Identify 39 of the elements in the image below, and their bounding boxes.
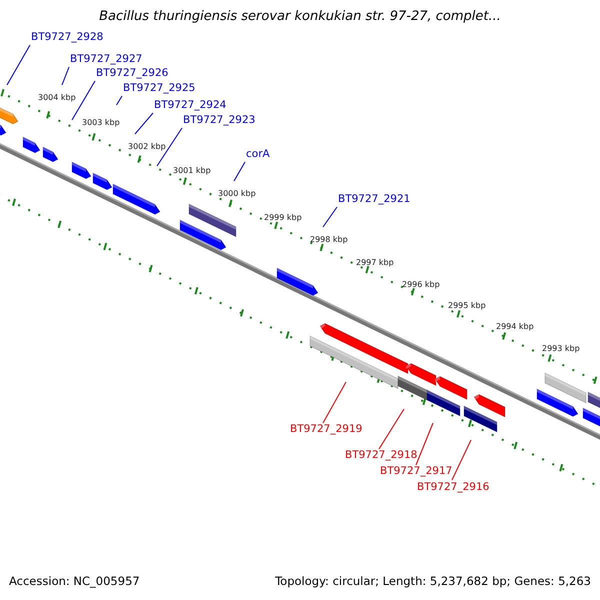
gene-label: BT9727_2919 [290, 424, 362, 434]
position-label: 2999 kbp [264, 214, 302, 222]
gene-label: BT9727_2921 [338, 194, 410, 204]
gene-label: BT9727_2924 [154, 100, 226, 110]
leader-line [72, 80, 96, 120]
position-label: 2995 kbp [448, 302, 486, 310]
leader-line [452, 440, 472, 480]
leader-line [62, 66, 70, 86]
gene-label: BT9727_2926 [96, 68, 168, 78]
position-label: 2996 kbp [402, 281, 440, 289]
gene-label: BT9727_2918 [345, 450, 418, 460]
gene-label: BT9727_2927 [70, 54, 142, 64]
position-label: 3002 kbp [128, 143, 166, 151]
position-label: 2997 kbp [356, 259, 394, 267]
leader-line [156, 128, 182, 166]
gene-label: BT9727_2923 [183, 115, 256, 126]
leader-line [322, 206, 338, 228]
leader-line [416, 422, 434, 466]
position-label: 2993 kbp [542, 345, 580, 353]
gene-label: BT9727_2917 [380, 466, 452, 476]
gene-label: BT9727_2916 [417, 482, 490, 492]
genome-summary-text: Topology: circular; Length: 5,237,682 bp; Genes: 5,263 [275, 576, 591, 588]
leader-line [116, 96, 122, 106]
position-label: 2998 kbp [310, 236, 348, 244]
gene-label: BT9727_2928 [31, 32, 104, 42]
gene-label: corA [246, 149, 270, 160]
leader-line [322, 382, 346, 424]
position-label: 3003 kbp [82, 119, 120, 127]
accession-text: Accession: NC_005957 [9, 576, 140, 588]
position-label: 3000 kbp [218, 190, 256, 198]
map-title: Bacillus thuringiensis serovar konkukian str. 97-27, complet... [98, 10, 502, 23]
leader-line [234, 162, 246, 182]
leader-line [378, 408, 404, 450]
leader-line [134, 112, 154, 134]
position-label: 3001 kbp [173, 167, 211, 175]
position-label: 3004 kbp [38, 94, 76, 102]
position-label: 2994 kbp [496, 323, 534, 331]
leader-line [6, 44, 30, 86]
gene-label: BT9727_2925 [123, 83, 196, 94]
